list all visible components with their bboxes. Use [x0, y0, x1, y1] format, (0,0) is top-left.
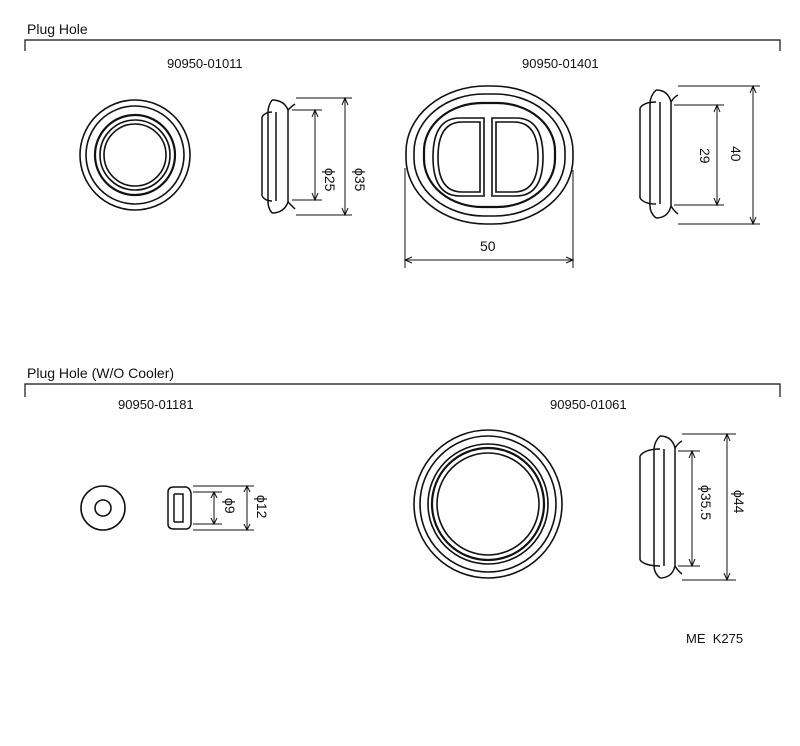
section-bracket-2	[24, 383, 781, 397]
dim-line-phi9	[193, 490, 222, 526]
dim-label-phi35-5: ϕ35.5	[698, 485, 714, 520]
dim-line-phi12	[193, 484, 254, 532]
dim-label-29: 29	[697, 148, 713, 164]
plug-01011-side-view	[261, 99, 296, 214]
dim-label-phi9: ϕ9	[222, 498, 238, 514]
dim-label-50: 50	[480, 238, 496, 254]
part-number-90950-01401: 90950-01401	[522, 56, 599, 71]
dim-label-phi25: ϕ25	[322, 168, 338, 192]
part-number-90950-01181: 90950-01181	[118, 397, 194, 412]
part-number-90950-01061: 90950-01061	[550, 397, 627, 412]
part-number-90950-01011: 90950-01011	[167, 56, 243, 71]
reference-code: ME K275	[686, 631, 743, 646]
dim-line-phi35-5	[678, 449, 700, 568]
plug-01061-front-view	[413, 429, 563, 579]
plug-01061-side-view	[639, 435, 683, 579]
dim-line-phi25	[292, 108, 322, 202]
dim-label-phi12: ϕ12	[254, 495, 270, 519]
section-title-plug-hole-wo-cooler: Plug Hole (W/O Cooler)	[27, 365, 174, 381]
plug-01181-front-view	[80, 485, 126, 531]
dim-line-40	[678, 84, 760, 226]
plug-01401-front-view	[405, 85, 574, 225]
dim-line-50	[403, 168, 575, 268]
section-bracket-1	[24, 39, 781, 51]
plug-01181-side-view	[167, 486, 192, 530]
dim-line-phi35	[296, 96, 352, 217]
dim-line-phi44	[682, 432, 736, 582]
dim-line-29	[674, 103, 724, 207]
dim-label-40: 40	[728, 146, 744, 162]
dim-label-phi35: ϕ35	[352, 168, 368, 192]
section-title-plug-hole: Plug Hole	[27, 21, 88, 37]
plug-01011-front-view	[79, 99, 191, 211]
plug-01401-side-view	[639, 89, 679, 219]
dim-label-phi44: ϕ44	[731, 490, 747, 514]
